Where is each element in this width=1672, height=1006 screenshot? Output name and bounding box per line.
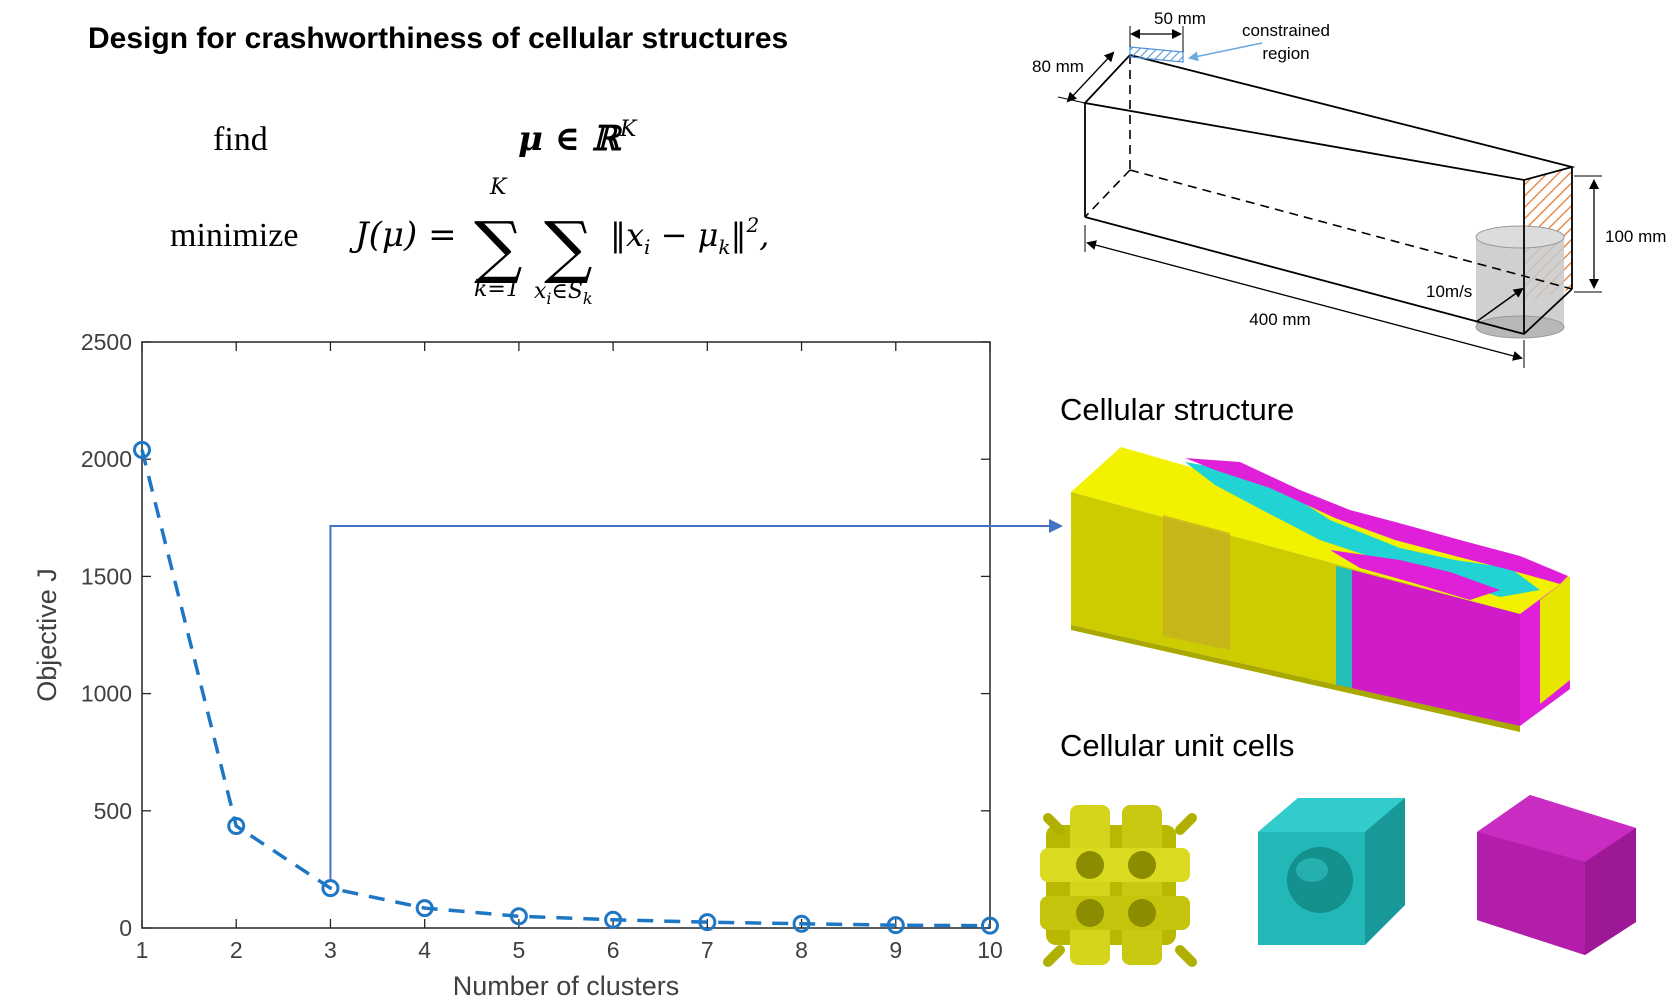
norm-open: ‖x [610,216,644,254]
velocity-arrow [1475,287,1524,323]
find-expression-sup: K [619,117,638,142]
x-tick-label: 9 [889,937,902,963]
sum2-sigma-icon: ∑ [544,208,593,287]
top-band-magenta-2 [1330,550,1500,600]
constraint-pointer [1188,42,1263,62]
dim-width-label: 50 mm [1154,9,1206,28]
minimize-word: minimize [170,217,298,254]
front-pale-region [1163,515,1230,650]
x-tick-label: 1 [136,937,149,963]
unit-cells [1040,795,1636,967]
x-tick-label: 5 [512,937,525,963]
constraint-label-line1: constrained [1242,21,1330,40]
tick-labels: 1 2 3 4 5 6 7 8 9 10 0 500 1000 1500 2000 2500 [81,329,1003,963]
dim-depth-line [1066,51,1115,103]
sum2-lower-x: x [534,279,547,304]
top-band-cyan [1185,462,1540,597]
solid-unit-cell [1477,795,1636,955]
norm-sub-k: k [718,235,730,259]
objective-lhs: J(μ) = [349,215,457,255]
data-point [604,910,623,929]
sum1-sigma-icon: ∑ [474,208,523,287]
data-point [981,916,999,935]
dim-length-label: 400 mm [1249,310,1310,329]
y-tick-label: 1500 [81,563,132,589]
lattice-unit-cell [1040,805,1197,967]
front-magenta-region [1352,570,1520,726]
elbow-chart: 1 2 3 4 5 6 7 8 9 10 0 500 1000 1500 2000 2500 Number o… [32,329,1063,1001]
cellular-structure-render [1071,447,1570,732]
norm-term: ‖xi − μk‖2, [610,213,769,259]
cellular-structure-label: Cellular structure [1060,392,1295,427]
series-line [140,449,991,928]
x-tick-label: 7 [701,937,714,963]
y-tick-label: 0 [119,915,132,941]
find-expression-text: μ ∈ ℝ [518,119,623,159]
sum2-lower-i: i [546,289,551,308]
beam-schematic: constrained region 50 mm 80 mm 100 mm 40… [1032,9,1666,368]
highlight-arrow-line [329,525,1051,881]
trailing-comma: , [759,216,769,254]
kmeans-formula: find μ ∈ ℝK minimize J(μ) = K ∑ k=1 ∑ xi… [170,117,769,308]
end-face-yellow [1540,577,1570,704]
constrained-region [1129,46,1184,63]
x-tick-label: 10 [977,937,1003,963]
x-axis-label: Number of clusters [453,971,680,1001]
y-tick-label: 500 [94,798,132,824]
top-band-magenta [1185,458,1568,584]
data-point [698,913,717,932]
plot-frame [141,341,991,929]
render-bottom-edge [1071,625,1520,732]
find-expression: μ ∈ ℝK [518,117,638,159]
axis-ticks [141,341,991,929]
x-tick-label: 3 [324,937,337,963]
sphere-unit-cell [1258,798,1405,945]
data-point [227,817,246,836]
data-point [792,914,811,933]
data-point [321,879,340,898]
sum2-lower-k: k [583,289,593,308]
y-tick-label: 1000 [81,681,132,707]
highlight-arrow [329,519,1063,881]
sum2-lower-limit: xi∈Sk [534,279,593,308]
dim-depth-ext [1057,96,1086,104]
series-markers [133,440,999,935]
dim-depth-label: 80 mm [1032,57,1084,76]
y-axis-label: Objective J [32,568,62,702]
constraint-label-line2: region [1262,44,1309,63]
cellular-unit-cells-label: Cellular unit cells [1060,728,1295,763]
data-point [133,440,151,459]
velocity-label: 10m/s [1426,282,1472,301]
data-point [415,899,434,918]
dim-length-line [1086,240,1523,361]
find-word: find [213,121,268,158]
front-cyan-strip [1336,566,1352,690]
norm-close: ‖ [731,216,747,254]
norm-mid: − μ [650,216,718,254]
norm-square: 2 [746,213,760,237]
sum1-upper-limit: K [489,175,508,200]
data-point [886,916,905,935]
x-tick-label: 2 [230,937,243,963]
x-tick-label: 6 [607,937,620,963]
series-polyline [140,449,991,928]
x-tick-label: 8 [795,937,808,963]
data-point [509,907,528,926]
sum1-lower-limit: k=1 [474,277,520,302]
norm-sub-i: i [644,235,650,259]
page-title: Design for crashworthiness of cellular s… [88,22,789,55]
x-tick-label: 4 [418,937,431,963]
y-tick-label: 2000 [81,446,132,472]
y-tick-label: 2500 [81,329,132,355]
impactor-cylinder [1475,225,1565,339]
dim-height-label: 100 mm [1605,227,1666,246]
sum2-lower-in: ∈S [552,279,583,304]
highlight-arrow-head [1049,519,1063,533]
